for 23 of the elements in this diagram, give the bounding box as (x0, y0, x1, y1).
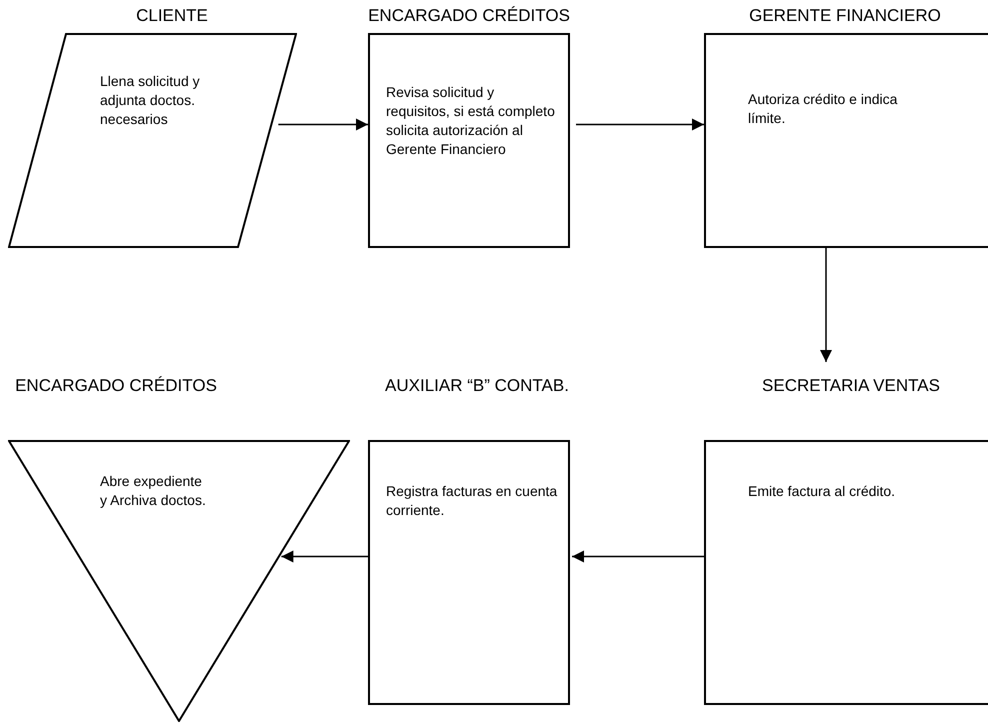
step-text: Registra facturas en cuenta corriente. (386, 482, 558, 520)
arrow (278, 118, 368, 130)
process-box (704, 440, 988, 705)
lane-heading: ENCARGADO CRÉDITOS (367, 6, 571, 26)
storage-triangle (8, 440, 350, 722)
arrow (820, 248, 832, 362)
step-text: Abre expediente y Archiva doctos. (100, 472, 207, 510)
lane-heading: AUXILIAR “B” CONTAB. (384, 376, 570, 396)
step-text: Llena solicitud y adjunta doctos. necesarios (100, 72, 201, 129)
lane-heading: CLIENTE (135, 6, 209, 26)
process-box (368, 33, 570, 248)
arrow (281, 550, 368, 562)
step-text: Emite factura al crédito. (748, 482, 896, 501)
step-text: Revisa solicitud y requisitos, si está completo solicita autorización al Gerente Financiero (386, 83, 556, 159)
lane-heading: ENCARGADO CRÉDITOS (14, 376, 218, 396)
lane-heading: GERENTE FINANCIERO (748, 6, 942, 26)
process-box (704, 33, 988, 248)
process-box (368, 440, 570, 705)
step-text: Autoriza crédito e indica límite. (748, 90, 898, 128)
arrow (576, 118, 704, 130)
arrow (572, 550, 704, 562)
lane-heading: SECRETARIA VENTAS (761, 376, 941, 396)
input-parallelogram (8, 33, 297, 248)
